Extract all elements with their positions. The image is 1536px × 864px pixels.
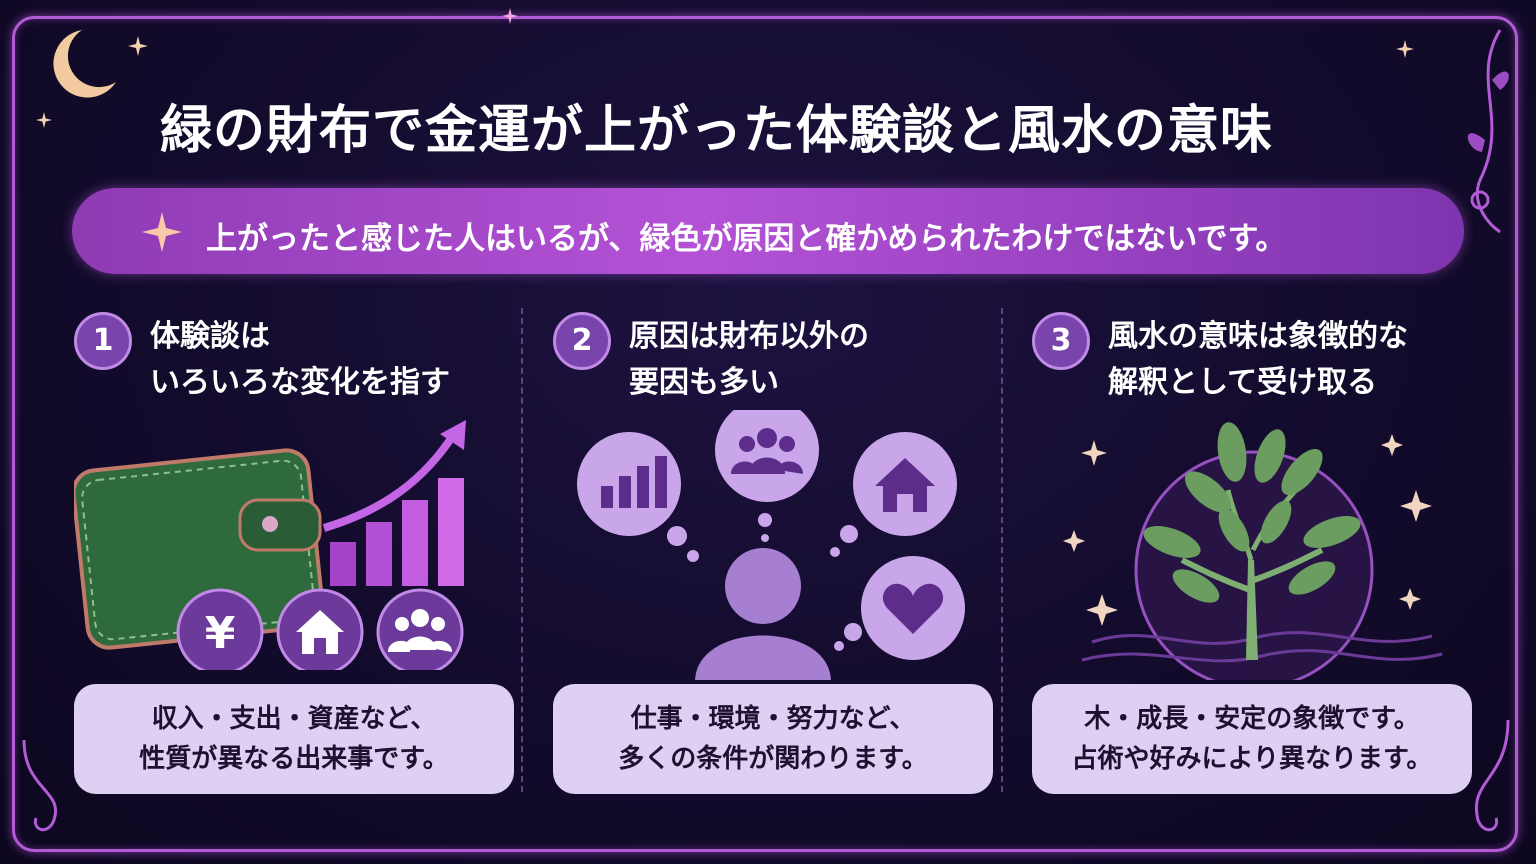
- person-icon: [695, 548, 831, 680]
- star-icon: [1396, 40, 1414, 58]
- yen-icon: ¥: [176, 588, 264, 670]
- house-icon: [276, 588, 364, 670]
- heading-line: 体験談は: [150, 319, 270, 354]
- moon-icon: [53, 30, 116, 98]
- note-line: 収入・支出・資産など、: [151, 704, 437, 734]
- rising-chart-icon: [322, 420, 466, 586]
- note-line: 木・成長・安定の象徴です。: [1084, 704, 1420, 734]
- section-2: 2 原因は財布以外の 要因も多い: [553, 310, 1013, 810]
- note-line: 占術や好みにより異なります。: [1071, 744, 1433, 774]
- heading-line: 要因も多い: [629, 365, 779, 400]
- section-number: 1: [74, 312, 132, 370]
- factors-illustration: [577, 410, 965, 680]
- tree-illustration: [1063, 422, 1443, 680]
- people-icon: [376, 588, 464, 670]
- note-line: 仕事・環境・努力など、: [630, 704, 916, 734]
- section-number: 2: [553, 312, 611, 370]
- star-icon: [36, 112, 52, 128]
- tree-icon: [1143, 422, 1361, 660]
- swirl-ornament-icon: [1474, 720, 1510, 832]
- section-number: 3: [1032, 312, 1090, 370]
- section-heading: 原因は財布以外の 要因も多い: [629, 314, 869, 406]
- column-divider: [1001, 308, 1003, 792]
- heading-line: 解釈として受け取る: [1108, 365, 1378, 400]
- column-divider: [521, 308, 523, 792]
- note-line: 多くの条件が関わります。: [618, 744, 928, 774]
- star-icon: [128, 36, 148, 56]
- summary-banner: 上がったと感じた人はいるが、緑色が原因と確かめられたわけではないです。: [72, 188, 1464, 274]
- heading-line: いろいろな変化を指す: [150, 365, 450, 400]
- section-heading: 体験談は いろいろな変化を指す: [150, 314, 450, 406]
- yen-symbol: ¥: [205, 608, 236, 659]
- section-note: 木・成長・安定の象徴です。 占術や好みにより異なります。: [1032, 684, 1472, 794]
- page-title: 緑の財布で金運が上がった体験談と風水の意味: [160, 101, 1274, 161]
- people-icon: [715, 410, 819, 502]
- bar-chart-icon: [577, 432, 681, 536]
- heading-line: 風水の意味は象徴的な: [1108, 319, 1408, 354]
- star-icon: [502, 8, 518, 24]
- heading-line: 原因は財布以外の: [629, 319, 869, 354]
- decorative-frame: [12, 16, 1518, 852]
- banner-text: 上がったと感じた人はいるが、緑色が原因と確かめられたわけではないです。: [206, 221, 1287, 257]
- section-heading: 風水の意味は象徴的な 解釈として受け取る: [1108, 314, 1408, 406]
- section-note: 収入・支出・資産など、 性質が異なる出来事です。: [74, 684, 514, 794]
- section-1: 1 体験談は いろいろな変化を指す ¥: [74, 310, 534, 810]
- sparkle-icon: [142, 212, 182, 252]
- vine-ornament-icon: [1467, 29, 1509, 234]
- section-note: 仕事・環境・努力など、 多くの条件が関わります。: [553, 684, 993, 794]
- wallet-icon: [74, 448, 325, 650]
- section-3: 3 風水の意味は象徴的な 解釈として受け取る: [1032, 310, 1492, 810]
- house-icon: [853, 432, 957, 536]
- heart-icon: [861, 556, 965, 660]
- swirl-ornament-icon: [22, 740, 58, 832]
- note-line: 性質が異なる出来事です。: [139, 744, 449, 774]
- wallet-growth-illustration: ¥: [74, 420, 466, 670]
